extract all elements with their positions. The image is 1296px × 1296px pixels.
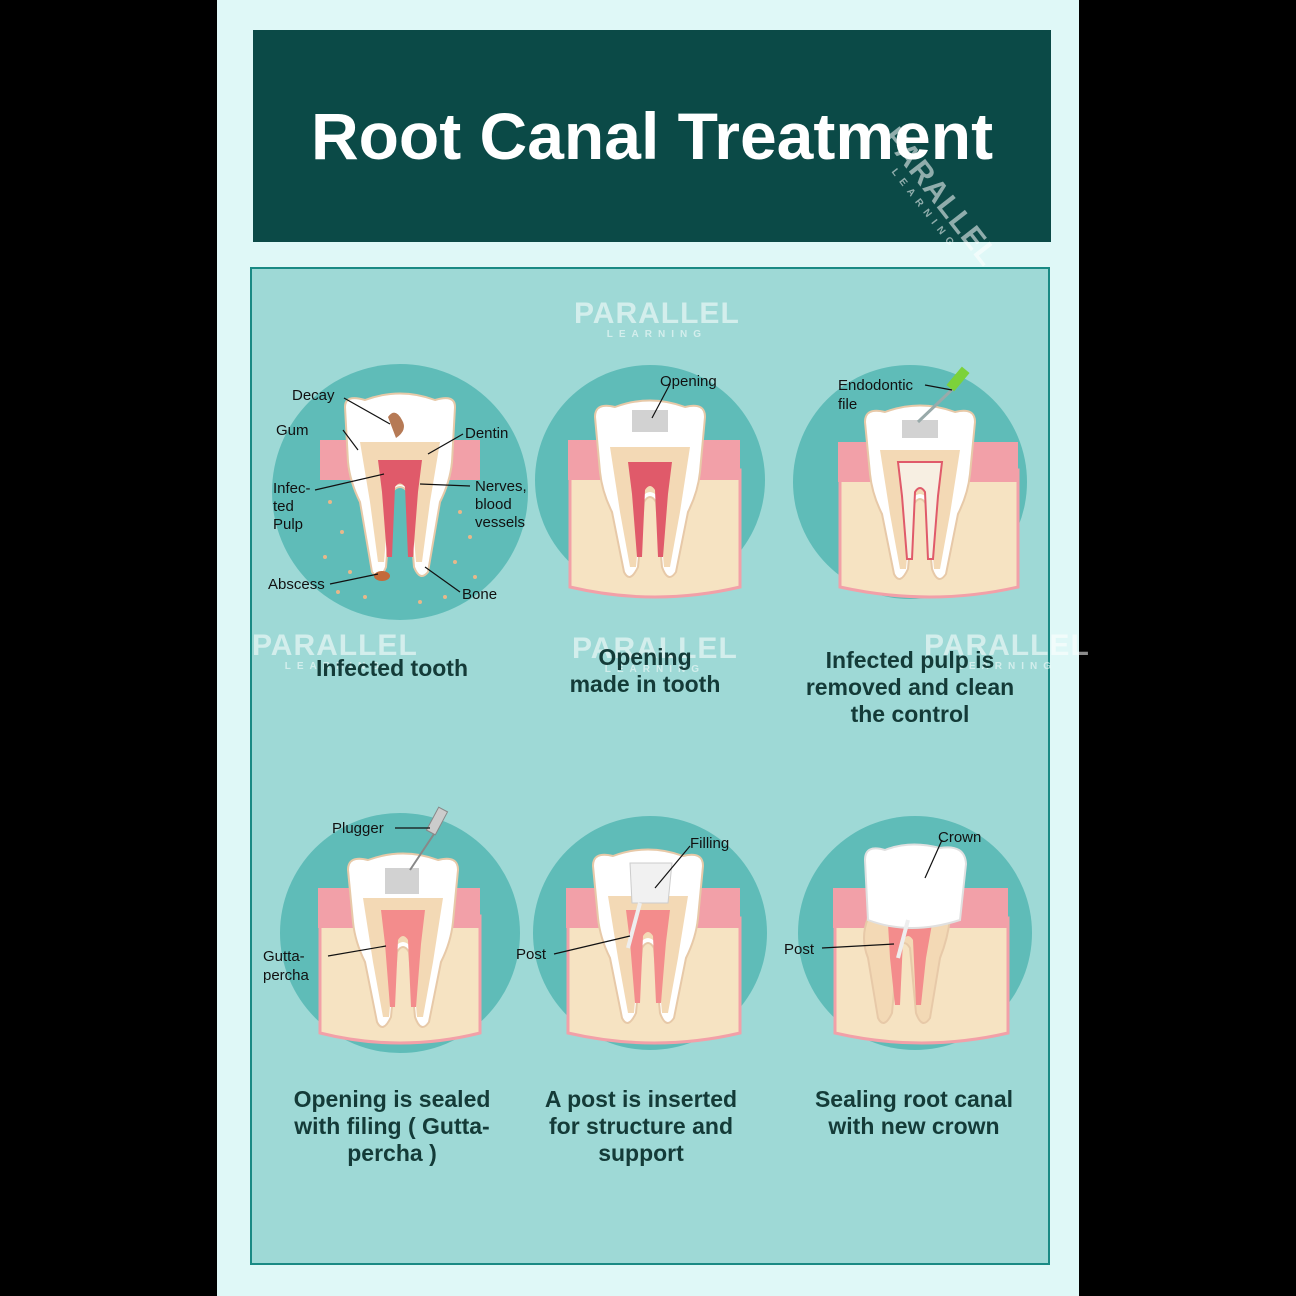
label-post: Post <box>516 946 547 963</box>
step-1-illustration: Decay Gum Dentin Infec- ted Pulp Nerves,… <box>268 362 530 622</box>
opening-icon <box>632 410 668 432</box>
label-filling: Filling <box>690 835 729 852</box>
dentin-icon <box>363 898 443 1017</box>
label-nerves-3: vessels <box>475 514 525 531</box>
label-bone: Bone <box>462 586 497 603</box>
label-gutta-1: Gutta- <box>263 948 305 965</box>
pulp-icon <box>628 462 672 557</box>
label-infected-pulp-1: Infec- <box>273 480 311 497</box>
label-nerves-2: blood <box>475 496 512 513</box>
step-4-caption: Opening is sealed with filing ( Gutta- p… <box>262 1086 522 1167</box>
step-6-illustration: Crown Post <box>784 808 1050 1068</box>
decay-icon <box>388 412 404 438</box>
step-4-illustration: Plugger Gutta- percha <box>263 806 530 1068</box>
step-5-caption: A post is inserted for structure and sup… <box>511 1086 771 1167</box>
backdrop-circle <box>272 364 528 620</box>
gutta-percha-icon <box>626 910 670 1003</box>
caption-line: Infected tooth <box>315 655 469 681</box>
label-file-1: Endodontic <box>838 377 914 394</box>
opening-icon <box>902 420 938 438</box>
step-6-caption: Sealing root canal with new crown <box>784 1086 1044 1140</box>
label-plugger: Plugger <box>332 820 384 837</box>
file-handle-icon <box>946 366 970 392</box>
caption-line: with new crown <box>828 1113 1000 1139</box>
label-file-2: file <box>838 396 857 413</box>
filling-icon <box>629 862 673 904</box>
label-gum: Gum <box>276 422 309 439</box>
label-gutta-2: percha <box>263 967 310 984</box>
caption-line: made in tooth <box>569 671 721 697</box>
caption-line: with filing ( Gutta- <box>294 1113 490 1139</box>
gutta-percha-icon <box>381 910 425 1007</box>
step-5-illustration: Filling Post <box>516 808 790 1068</box>
caption-line: the control <box>850 701 970 727</box>
plugger-icon <box>409 827 439 871</box>
caption-line: percha ) <box>347 1140 437 1166</box>
step-3-caption: Infected pulp is removed and clean the c… <box>780 647 1040 728</box>
caption-line: Sealing root canal <box>814 1086 1014 1112</box>
caption-line: Opening <box>598 644 692 670</box>
step-1-caption: Infected tooth <box>262 655 522 682</box>
caption-line: Opening is sealed <box>293 1086 491 1112</box>
caption-line: for structure and <box>548 1113 734 1139</box>
label-post: Post <box>784 941 815 958</box>
caption-line: Infected pulp is <box>825 647 995 673</box>
label-infected-pulp-2: ted <box>273 498 294 515</box>
caption-line: support <box>598 1140 684 1166</box>
step-2-illustration: Opening <box>530 362 790 622</box>
step-3-illustration: Endodontic file <box>790 362 1050 622</box>
label-abscess: Abscess <box>268 576 325 593</box>
caption-line: A post is inserted <box>544 1086 738 1112</box>
label-infected-pulp-3: Pulp <box>273 516 303 533</box>
gutta-percha-icon <box>888 924 932 1005</box>
post-icon <box>626 902 642 949</box>
label-crown: Crown <box>938 829 981 846</box>
label-dentin: Dentin <box>465 425 508 442</box>
bone-dots-icon <box>323 500 477 604</box>
label-opening: Opening <box>660 373 717 390</box>
label-nerves-1: Nerves, <box>475 478 527 495</box>
post-icon <box>896 919 910 959</box>
crown-icon <box>863 843 968 929</box>
caption-line: removed and clean <box>805 674 1015 700</box>
cleaned-canal-icon <box>896 461 944 560</box>
opening-icon <box>385 868 419 894</box>
abscess-icon <box>374 571 390 581</box>
page-title: Root Canal Treatment <box>310 99 994 173</box>
label-decay: Decay <box>292 387 335 404</box>
step-2-caption: Opening made in tooth <box>515 644 775 698</box>
plugger-handle-icon <box>425 806 449 836</box>
infected-pulp-icon <box>378 460 422 557</box>
